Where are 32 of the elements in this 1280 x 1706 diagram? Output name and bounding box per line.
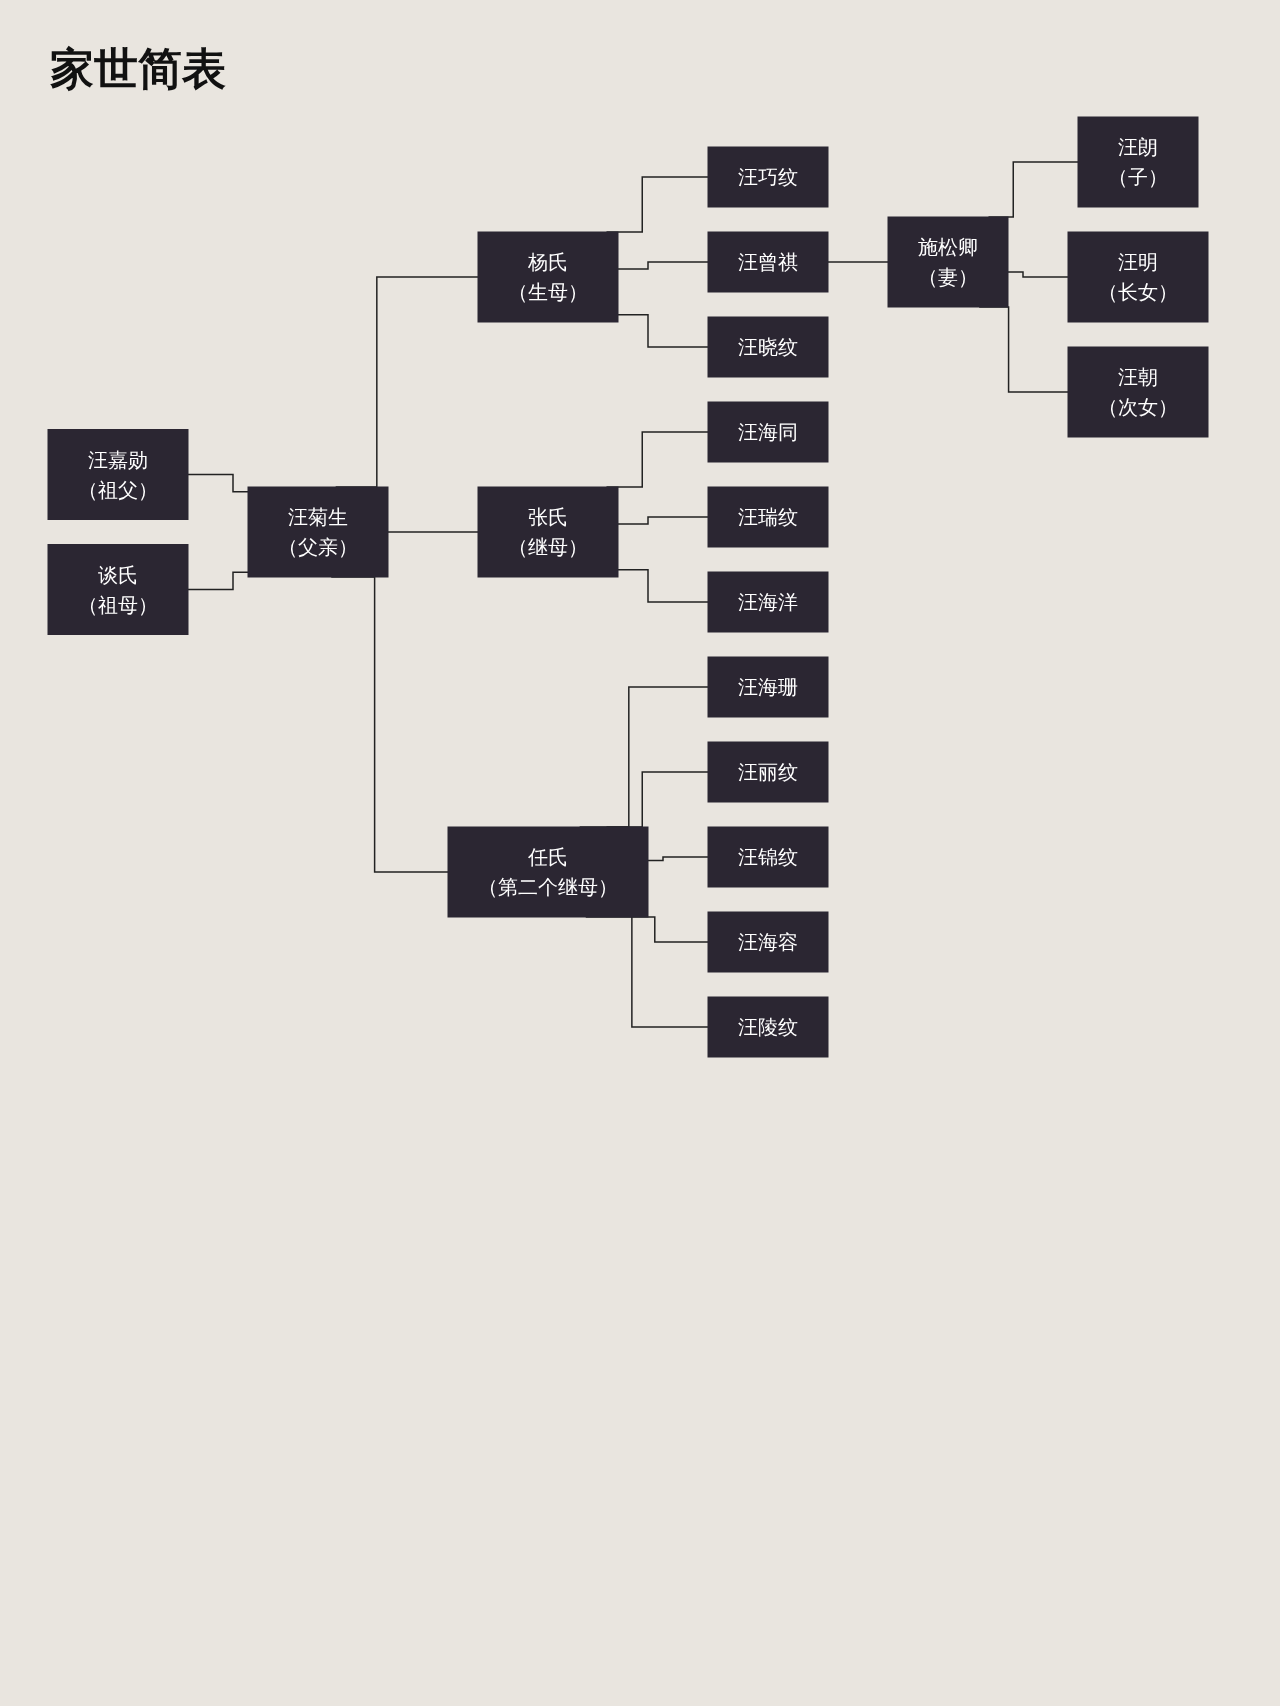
node-box: 张氏 （继母） <box>477 486 619 578</box>
connector <box>187 571 249 591</box>
node-box: 汪海容 <box>707 911 829 973</box>
node-box: 汪海珊 <box>707 656 829 718</box>
node-box: 谈氏 （祖母） <box>47 544 189 635</box>
connector <box>617 261 709 270</box>
node-box: 汪海洋 <box>707 571 829 633</box>
node-box: 汪菊生 （父亲） <box>247 486 389 578</box>
title: 家世简表 <box>50 42 226 96</box>
connector <box>647 856 709 862</box>
node-box: 汪锦纹 <box>707 826 829 888</box>
node-box: 汪瑞纹 <box>707 486 829 548</box>
node-box: 汪陵纹 <box>707 996 829 1058</box>
node-box: 汪丽纹 <box>707 741 829 803</box>
node-box: 汪曾祺 <box>707 231 829 293</box>
node-box: 汪巧纹 <box>707 146 829 208</box>
connector <box>617 516 709 525</box>
node-box: 汪朗 （子） <box>1077 116 1199 208</box>
connector <box>827 261 889 263</box>
node-box: 施松卿 （妻） <box>887 216 1009 308</box>
node-box: 汪朝 （次女） <box>1067 346 1209 438</box>
connector <box>187 473 249 493</box>
connector <box>1007 271 1069 278</box>
node-box: 杨氏 （生母） <box>477 231 619 323</box>
node-box: 汪嘉勋 （祖父） <box>47 429 189 520</box>
node-box: 任氏 （第二个继母） <box>447 826 649 918</box>
connector <box>617 568 709 603</box>
node-box: 汪海同 <box>707 401 829 463</box>
node-box: 汪明 （长女） <box>1067 231 1209 323</box>
connector <box>387 531 479 533</box>
node-box: 汪晓纹 <box>707 316 829 378</box>
connector <box>617 313 709 348</box>
